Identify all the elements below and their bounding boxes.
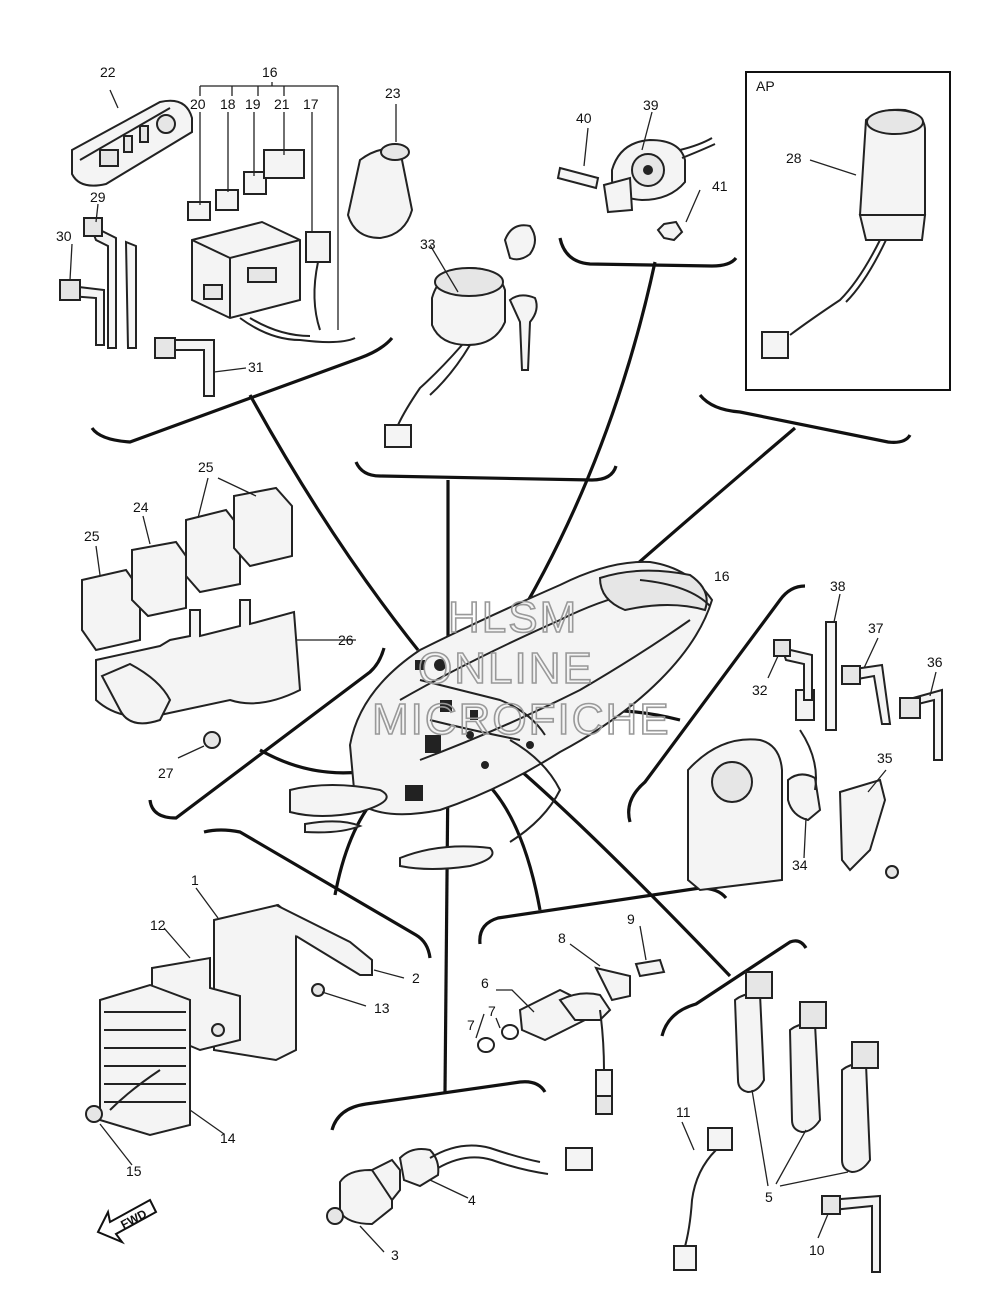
ap-box-label: AP [756,78,775,94]
fuse-box-assembly [71,82,356,344]
callout-7a: 7 [467,1017,475,1033]
callout-37: 37 [868,620,884,636]
callout-2: 2 [412,970,420,986]
ap-option-box [745,71,951,391]
callout-16a: 16 [262,64,278,80]
watermark-line-1: HLSM [448,593,578,642]
callout-19: 19 [245,96,261,112]
callout-40: 40 [576,110,592,126]
callout-35: 35 [877,750,893,766]
callout-3: 3 [391,1247,399,1263]
callout-17: 17 [303,96,319,112]
callout-9: 9 [627,911,635,927]
callout-25b: 25 [198,459,214,475]
callout-21: 21 [274,96,290,112]
callout-41: 41 [712,178,728,194]
part-23-canister [346,104,414,240]
ignition-coils [673,971,881,1273]
cable-ties-29-31 [59,203,247,397]
pressure-switch-3-4 [326,1144,593,1253]
callout-11: 11 [676,1104,691,1120]
sensor-6-to-9 [475,925,666,1115]
watermark-line-3: MICROFICHE [372,695,671,744]
callout-34: 34 [792,857,808,873]
callout-25a: 25 [84,528,100,544]
callout-39: 39 [643,97,659,113]
callout-22: 22 [100,64,116,80]
callout-29: 29 [90,189,106,205]
callout-15: 15 [126,1163,142,1179]
callout-28: 28 [786,150,802,166]
callout-5: 5 [765,1189,773,1205]
callout-26: 26 [338,632,354,648]
part-33-ignition-switch [384,224,538,448]
fwd-arrow-icon: FWD [96,1198,158,1245]
callout-4: 4 [468,1192,476,1208]
watermark-line-2: ONLINE [418,644,594,693]
callout-33: 33 [420,236,436,252]
watercraft-hull [289,560,714,870]
callout-7b: 7 [488,1003,496,1019]
callout-32: 32 [752,682,768,698]
callout-23: 23 [385,85,401,101]
bracket-and-ties-32-38 [687,593,943,892]
callout-14: 14 [220,1130,236,1146]
callout-16b: 16 [714,568,730,584]
group-brackets [90,237,912,1131]
callout-numbers: 1 2 3 4 5 6 7 7 8 9 10 11 12 13 14 15 16… [56,64,943,1263]
callout-36: 36 [927,654,943,670]
callout-1: 1 [191,872,199,888]
cdi-unit-and-rectifier [85,887,405,1166]
callout-8: 8 [558,930,566,946]
callout-31: 31 [248,359,264,375]
watermark: HLSM ONLINE MICROFICHE [371,592,671,745]
relays-and-tray [81,477,356,759]
callout-6: 6 [481,975,489,991]
part-39-sensor [556,111,716,242]
callout-10: 10 [809,1242,825,1258]
callout-24: 24 [133,499,149,515]
callout-30: 30 [56,228,72,244]
callout-20: 20 [190,96,206,112]
part-28-socket [761,108,927,359]
callout-27: 27 [158,765,174,781]
callout-38: 38 [830,578,846,594]
callout-13: 13 [374,1000,390,1016]
callout-18: 18 [220,96,236,112]
callout-12: 12 [150,917,166,933]
